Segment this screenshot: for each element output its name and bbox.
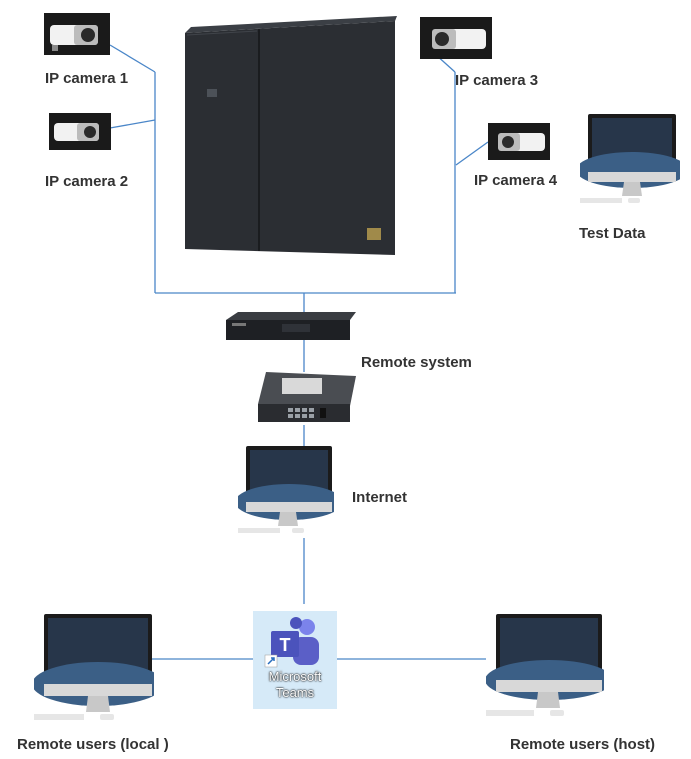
- remote-system-label: Remote system: [361, 354, 472, 371]
- local-user-computer-icon: [32, 614, 164, 726]
- host-user-computer-icon: [485, 614, 613, 720]
- camera-2-label: IP camera 2: [45, 173, 129, 190]
- camera-4-label: IP camera 4: [474, 172, 558, 189]
- ip-camera-3-icon: [420, 17, 492, 59]
- internet-computer-icon: [235, 446, 343, 538]
- microsoft-teams-icon[interactable]: T Microsoft Teams: [253, 611, 337, 709]
- test-data-computer-icon: [576, 112, 688, 210]
- teams-label-line2: Teams: [275, 685, 315, 700]
- wire-camera4: [455, 141, 489, 166]
- teams-label-line1: Microsoft: [268, 669, 322, 684]
- network-switch-icon: [258, 372, 356, 426]
- test-data-label: Test Data: [579, 225, 646, 242]
- ip-camera-2-icon: [49, 113, 111, 150]
- internet-label: Internet: [352, 489, 408, 506]
- camera-3-label: IP camera 3: [455, 72, 539, 89]
- remote-users-local-label: Remote users (local ): [17, 736, 169, 753]
- wire-camera1: [109, 44, 156, 73]
- wire-camera2: [109, 119, 156, 129]
- ip-camera-1-icon: [44, 13, 110, 55]
- svg-text:T: T: [280, 635, 291, 655]
- server-cabinet: [181, 13, 401, 263]
- ip-camera-4-icon: [488, 123, 550, 160]
- nvr-recorder-icon: [226, 312, 356, 342]
- remote-users-host-label: Remote users (host): [510, 736, 656, 753]
- camera-1-label: IP camera 1: [45, 70, 129, 87]
